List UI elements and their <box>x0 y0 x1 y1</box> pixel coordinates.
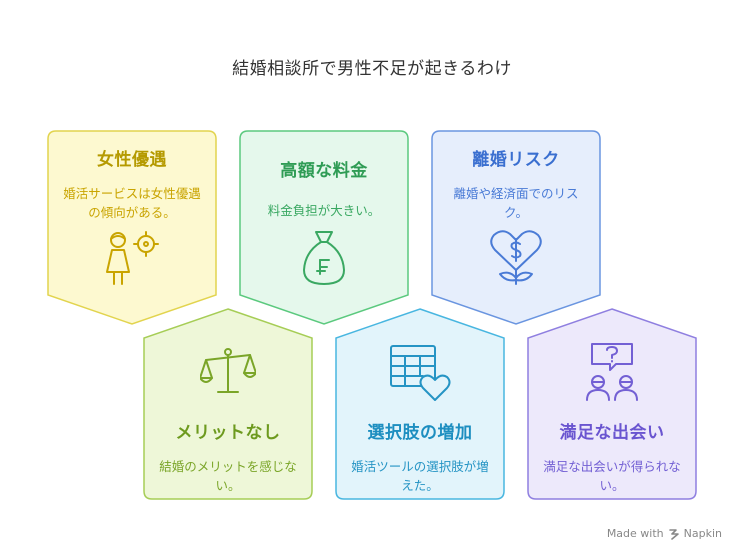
card-title: メリットなし <box>175 423 281 443</box>
calendar-heart-icon <box>390 345 451 401</box>
card-shape-no-merit <box>143 308 313 500</box>
card-title: 離婚リスク <box>472 150 560 170</box>
watermark-brand: Napkin <box>683 527 722 540</box>
napkin-logo-icon <box>668 528 679 540</box>
card-desc: 満足な出会いが得られない。 <box>543 459 681 493</box>
card-divorce-risk: 離婚リスク 離婚や経済面でのリスク。 <box>432 145 600 222</box>
card-women-priority: 女性優遇 婚活サービスは女性優遇の傾向がある。 <box>48 145 216 222</box>
card-desc: 結婚のメリットを感じない。 <box>159 459 297 493</box>
card-title: 満足な出会い <box>559 423 665 443</box>
card-desc: 離婚や経済面でのリスク。 <box>453 186 579 220</box>
card-shape-satisfying-encounter <box>527 308 697 500</box>
card-shape-high-cost <box>239 130 409 325</box>
card-shape-divorce-risk <box>431 130 601 325</box>
watermark-prefix: Made with <box>606 527 664 540</box>
people-question-icon <box>586 343 638 401</box>
page-title: 結婚相談所で男性不足が起きるわけ <box>232 59 512 79</box>
card-title: 高額な料金 <box>280 161 368 181</box>
card-more-choices: 選択肢の増加 婚活ツールの選択肢が増えた。 <box>336 418 504 495</box>
card-desc: 婚活サービスは女性優遇の傾向がある。 <box>63 186 201 220</box>
card-title: 女性優遇 <box>97 150 167 170</box>
card-satisfying-encounter: 満足な出会い 満足な出会いが得られない。 <box>528 418 696 495</box>
card-shape-more-choices <box>335 308 505 500</box>
card-title: 選択肢の増加 <box>367 423 473 443</box>
heart-dollar-plant-icon <box>490 230 542 285</box>
watermark[interactable]: Made with Napkin <box>607 527 722 540</box>
woman-target-icon <box>106 231 159 285</box>
money-bag-icon <box>303 231 345 285</box>
card-shape-women-priority <box>47 130 217 325</box>
card-desc: 料金負担が大きい。 <box>267 203 381 218</box>
balance-scale-icon <box>200 348 256 393</box>
card-high-cost: 高額な料金 料金負担が大きい。 <box>240 156 408 220</box>
card-no-merit: メリットなし 結婚のメリットを感じない。 <box>144 418 312 495</box>
card-desc: 婚活ツールの選択肢が増えた。 <box>351 459 489 493</box>
